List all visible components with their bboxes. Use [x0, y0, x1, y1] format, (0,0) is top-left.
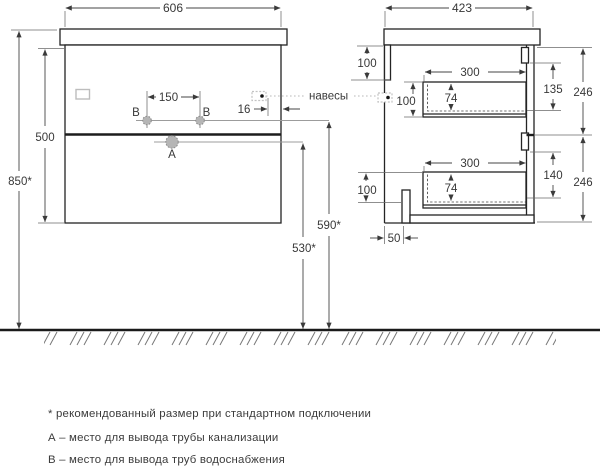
hangers-callout: навесы: [266, 91, 377, 103]
hole-b-left: [142, 115, 152, 126]
dim-drain-height: 530*: [292, 143, 316, 329]
rail-height-label: 100: [357, 58, 376, 70]
top-drawer-inner-height-label: 74: [445, 93, 458, 105]
hole-a-label: А: [168, 149, 176, 161]
floor: [0, 328, 600, 346]
dim-top-front-gap: 135: [527, 62, 563, 111]
bottom-front-gap-label: 140: [543, 170, 562, 182]
dim-bottom-drawer-height: 100: [357, 172, 422, 203]
total-height-label: 850*: [8, 176, 32, 188]
top-front-gap-label: 135: [543, 84, 562, 96]
dim-water-supply-height: 590*: [317, 121, 341, 329]
front-handle-icon: [75, 88, 91, 100]
dim-top-drawer-height: 100: [396, 81, 422, 118]
dim-rail-height: 100: [351, 45, 391, 81]
notes: * рекомендованный размер при стандартном…: [48, 408, 371, 466]
side-depth-label: 423: [452, 1, 472, 15]
bracket-edge-offset-label: 16: [238, 104, 251, 116]
top-drawer-depth-label: 300: [460, 67, 479, 79]
front-countertop: [59, 28, 288, 46]
side-countertop: [383, 28, 541, 46]
bottom-drawer-height-label: 100: [357, 185, 376, 197]
cabinet-height-label: 500: [35, 132, 54, 144]
bottom-drawer-depth-label: 300: [460, 158, 479, 170]
dim-bottom-drawer-depth: 300: [423, 158, 526, 171]
front-width-label: 606: [163, 1, 183, 15]
dim-side-depth: 423: [384, 1, 534, 27]
note-a: А – место для вывода трубы канализации: [48, 432, 278, 444]
hole-b-left-label: В: [132, 107, 140, 119]
side-wall-bracket-icon: [377, 92, 393, 103]
hole-b-right-label: В: [203, 107, 211, 119]
note-b: В – место для вывода труб водоснабжения: [48, 454, 285, 466]
drain-height-label: 530*: [292, 243, 316, 255]
side-view: 100 300 74 100: [351, 1, 593, 245]
dim-bottom-drawer-inner-height: 74: [445, 174, 458, 201]
top-drawer-front-bracket: [520, 46, 530, 64]
dim-total-height: 850*: [8, 29, 57, 329]
bottom-drawer-front-bracket: [520, 132, 530, 151]
dim-cabinet-height: 500: [35, 48, 64, 224]
drain-back-offset-label: 50: [388, 233, 401, 245]
side-hanging-rail: [383, 44, 392, 81]
top-drawer-height-label: 100: [396, 96, 415, 108]
front-view: 606 850* 500 150 В В: [8, 1, 341, 329]
dim-front-width: 606: [64, 1, 282, 27]
front-wall-bracket-icon: [251, 90, 267, 102]
bottom-drawer-inner-height-label: 74: [445, 183, 458, 195]
hole-a: [165, 135, 179, 149]
dim-bottom-section: 246: [537, 136, 593, 223]
dim-top-section: 246: [534, 47, 593, 136]
dim-top-drawer-inner-height: 74: [445, 83, 458, 111]
dim-bracket-edge-offset: 16: [238, 98, 300, 116]
bottom-drawer: [422, 171, 527, 209]
dim-drain-back-offset: 50: [370, 226, 418, 245]
floor-hatching: [44, 331, 556, 346]
dim-bottom-front-gap: 140: [527, 151, 563, 199]
water-supply-height-label: 590*: [317, 220, 341, 232]
dim-top-drawer-depth: 300: [423, 67, 526, 81]
bottom-section-label: 246: [573, 177, 592, 189]
top-section-label: 246: [573, 87, 592, 99]
side-bottom-board: [409, 214, 535, 224]
holes-spacing-label: 150: [159, 92, 178, 104]
drain-pipe-cutout: [401, 189, 411, 224]
top-drawer: [422, 81, 527, 118]
note-asterisk: * рекомендованный размер при стандартном…: [48, 408, 371, 420]
hangers-label: навесы: [309, 91, 348, 103]
hole-b-right: [195, 115, 205, 126]
